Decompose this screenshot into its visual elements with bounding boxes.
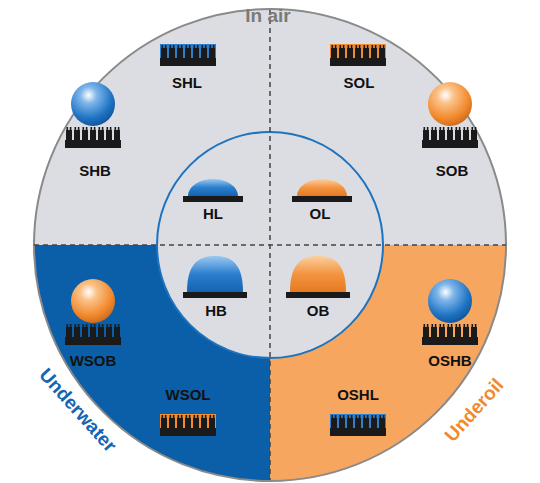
oil-drop-bulk (286, 256, 350, 298)
divider-line (269, 10, 271, 480)
textured-surface-water-film (160, 44, 216, 66)
state-label: SOL (344, 75, 375, 90)
state-label: SHL (172, 75, 202, 90)
state-label: HL (203, 206, 223, 221)
water-sphere-underoil (422, 279, 478, 345)
underwater-region (34, 245, 270, 481)
oil-sphere-on-texture (422, 82, 478, 148)
underoil-region (270, 245, 506, 481)
state-label: OL (310, 206, 331, 221)
water-sphere-on-texture (65, 82, 121, 148)
region-title: In air (245, 6, 290, 25)
state-label: WSOB (70, 353, 117, 368)
oil-film-underwater (160, 414, 216, 436)
outer-circle (34, 9, 506, 481)
state-label: OB (307, 303, 330, 318)
water-drop-flat (183, 179, 243, 202)
state-label: SOB (436, 163, 469, 178)
state-label: SHB (79, 163, 111, 178)
oil-sphere-underwater (65, 279, 121, 345)
water-film-underoil (330, 414, 386, 436)
oil-drop-flat (292, 179, 352, 202)
state-label: OSHL (337, 387, 379, 402)
state-label: HB (205, 303, 227, 318)
state-label: WSOL (166, 387, 211, 402)
textured-surface-oil-film (330, 44, 386, 66)
water-drop-bulk (183, 256, 247, 298)
state-label: OSHB (428, 353, 471, 368)
